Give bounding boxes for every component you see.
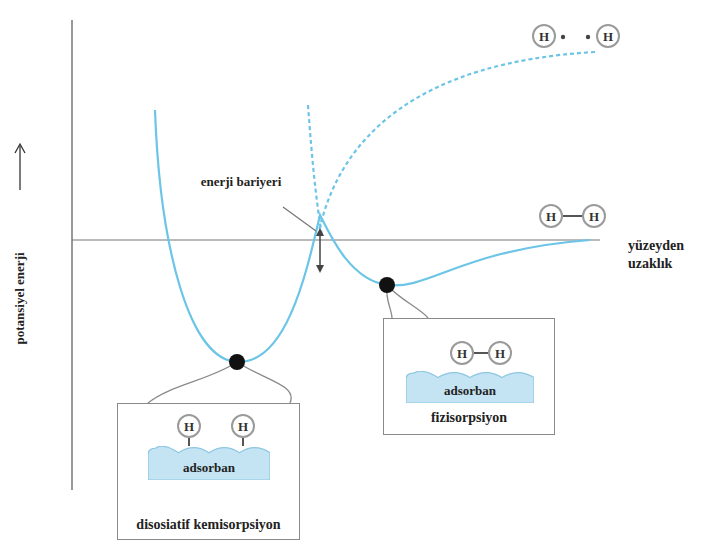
y-axis xyxy=(71,20,73,490)
callout-box: fizisorpsiyon adsorban H H xyxy=(383,318,555,435)
atom-label: H xyxy=(603,30,613,43)
surface-label: adsorban xyxy=(406,383,534,399)
atom-circle: H xyxy=(532,24,556,48)
leader-line xyxy=(283,207,316,231)
radical-dot xyxy=(561,35,565,39)
callout-box: disosiatif kemisorpsiyon adsorban H H xyxy=(117,403,300,540)
box-caption: disosiatif kemisorpsiyon xyxy=(122,516,295,534)
atom-label: H xyxy=(589,210,599,223)
zero-line xyxy=(72,239,600,240)
barrier-label: enerji bariyeri xyxy=(196,174,286,191)
axis-label: yüzeyden uzaklık xyxy=(628,237,720,273)
atom-label: H xyxy=(184,420,194,433)
bond-line xyxy=(188,438,190,446)
axis-label: potansiyel enerji xyxy=(12,238,29,358)
atom-label: H xyxy=(546,210,556,223)
dashed-curve xyxy=(318,52,595,236)
barrier-arrow-heads xyxy=(316,228,324,273)
surface-label: adsorban xyxy=(148,460,270,476)
radical-dot xyxy=(586,35,590,39)
barrier-arrow xyxy=(319,233,321,268)
atom-circle: H xyxy=(539,204,563,228)
axis-arrow-head xyxy=(15,144,25,153)
surface-outline xyxy=(148,446,270,480)
atom-label: H xyxy=(539,30,549,43)
atom-label: H xyxy=(495,347,505,360)
bond-line xyxy=(563,215,582,217)
atom-circle: H xyxy=(450,341,474,365)
bond-line xyxy=(242,438,244,446)
atom-circle: H xyxy=(177,414,201,438)
surface-outline xyxy=(406,371,534,403)
box-caption: fizisorpsiyon xyxy=(388,409,550,427)
atom-circle: H xyxy=(231,414,255,438)
adsorbent-surface: adsorban xyxy=(406,371,534,403)
atom-circle: H xyxy=(582,204,606,228)
adsorbent-surface: adsorban xyxy=(148,446,270,480)
atom-label: H xyxy=(457,347,467,360)
atom-circle: H xyxy=(596,24,620,48)
axis-arrow xyxy=(19,146,20,190)
state-dot xyxy=(229,354,245,370)
leader-line xyxy=(237,362,291,403)
leader-line xyxy=(148,362,237,403)
state-dot xyxy=(379,277,395,293)
atom-label: H xyxy=(238,420,248,433)
atom-circle: H xyxy=(488,341,512,365)
bond-line xyxy=(474,352,488,354)
potential-curve xyxy=(155,110,590,362)
